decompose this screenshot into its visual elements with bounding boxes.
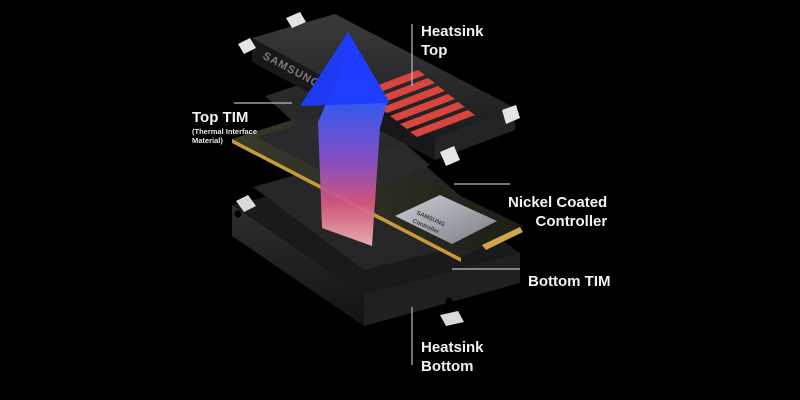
label-top-tim-title: Top TIM: [192, 109, 249, 126]
label-heatsink-bottom-line1: Heatsink: [421, 339, 484, 356]
leader-lines: [234, 24, 520, 365]
label-nickel-controller: Nickel Coated Controller: [508, 193, 607, 231]
label-bottom-tim-line1: Bottom TIM: [528, 273, 611, 290]
label-heatsink-top: Heatsink Top: [421, 22, 484, 60]
label-nickel-controller-line1: Nickel Coated: [508, 194, 608, 211]
label-nickel-controller-line2: Controller: [535, 213, 608, 230]
up-arrow-icon: [300, 32, 390, 246]
controller-chip: [395, 195, 497, 244]
label-top-tim: Top TIM (Thermal Interface Material): [192, 108, 257, 145]
label-top-tim-sub1: (Thermal Interface: [192, 127, 258, 136]
label-heatsink-bottom-line2: Bottom: [421, 358, 474, 375]
label-heatsink-top-line2: Top: [421, 42, 448, 59]
label-heatsink-top-line1: Heatsink: [421, 23, 484, 40]
label-heatsink-bottom: Heatsink Bottom: [421, 338, 484, 376]
label-bottom-tim: Bottom TIM: [528, 272, 610, 291]
label-top-tim-sub2: Material): [192, 136, 223, 145]
